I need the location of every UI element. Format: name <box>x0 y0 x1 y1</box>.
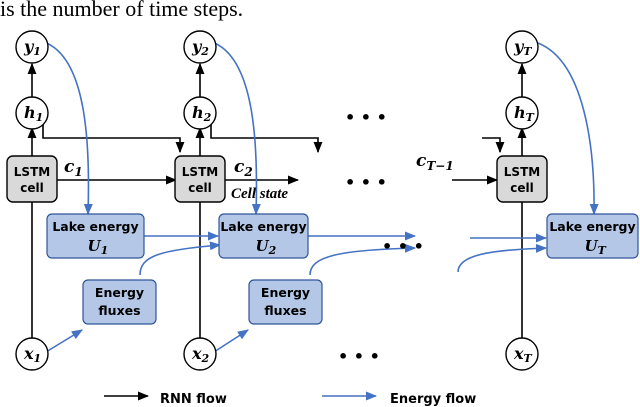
energy-flow-lines <box>43 41 599 353</box>
rnn-flow-lines <box>27 62 527 338</box>
ellipsis-top: • • • <box>345 108 387 127</box>
yT-node: yT <box>505 30 539 64</box>
lstm-cell-2: LSTM cell <box>174 155 226 203</box>
y1-to-lake1-curve <box>43 41 93 216</box>
x2-to-flux2-arrow <box>213 329 249 353</box>
ellipsis-energy: • • • <box>382 237 424 256</box>
svg-text:LSTM: LSTM <box>504 165 540 179</box>
flux2-forward-curve <box>309 243 417 276</box>
h2-node: h2 <box>183 96 217 130</box>
hT-node: hT <box>505 96 539 130</box>
svg-text:y1: y1 <box>23 37 41 58</box>
svg-text:Lake energy: Lake energy <box>549 219 635 234</box>
svg-text:fluxes: fluxes <box>98 303 140 318</box>
xT-node: xT <box>505 337 539 371</box>
svg-text:x1: x1 <box>23 344 41 365</box>
flux1-to-lake2-curve <box>139 241 222 276</box>
svg-text:cell: cell <box>188 181 211 195</box>
svg-text:cell: cell <box>510 181 533 195</box>
energy-fluxes-box-1: Energy fluxes <box>82 279 157 325</box>
svg-text:Energy: Energy <box>261 285 310 300</box>
c1-label: c1 <box>64 157 83 179</box>
svg-text:y2: y2 <box>191 37 209 58</box>
svg-text:hT: hT <box>514 103 535 124</box>
lstm-cell-T: LSTM cell <box>496 155 548 203</box>
svg-text:x2: x2 <box>191 344 210 365</box>
svg-text:fluxes: fluxes <box>264 303 306 318</box>
svg-text:h2: h2 <box>192 103 212 124</box>
y1-node: y1 <box>15 30 49 64</box>
hT-1-to-cellT-arrow <box>482 137 505 154</box>
cell-state-label: Cell state <box>231 186 288 202</box>
ellipsis-middle: • • • <box>345 173 387 192</box>
svg-text:h1: h1 <box>24 103 43 124</box>
cT-1-label: cT−1 <box>416 151 454 173</box>
x1-node: x1 <box>15 337 49 371</box>
svg-text:U2: U2 <box>256 237 277 257</box>
h1-node: h1 <box>15 96 49 130</box>
legend-energy-label: Energy flow <box>390 392 476 407</box>
h2-forward-arrow <box>210 123 323 154</box>
ellipsis-bottom: • • • <box>338 347 380 366</box>
svg-text:cell: cell <box>20 181 43 195</box>
y2-to-lake2-curve <box>211 41 261 216</box>
svg-text:LSTM: LSTM <box>182 165 218 179</box>
legend-rnn-label: RNN flow <box>160 392 227 407</box>
fluxT-1-to-lakeT-curve <box>457 243 548 273</box>
y2-node: y2 <box>183 30 217 64</box>
x2-node: x2 <box>183 337 217 371</box>
energy-fluxes-box-2: Energy fluxes <box>248 279 323 325</box>
caption-fragment: is the number of time steps. <box>0 0 243 21</box>
svg-text:Lake energy: Lake energy <box>220 219 306 234</box>
x1-to-flux1-arrow <box>45 329 83 353</box>
svg-text:xT: xT <box>513 344 533 365</box>
svg-text:UT: UT <box>585 237 607 257</box>
lstm-cell-1: LSTM cell <box>6 155 58 203</box>
svg-text:Lake energy: Lake energy <box>52 219 138 234</box>
svg-text:U1: U1 <box>88 237 109 257</box>
svg-text:yT: yT <box>513 37 532 58</box>
svg-text:LSTM: LSTM <box>14 165 50 179</box>
legend: RNN flow Energy flow <box>104 391 476 407</box>
yT-to-lakeT-curve <box>534 41 599 216</box>
h1-to-cell2-arrow <box>42 123 185 154</box>
c2-label: c2 <box>234 157 253 179</box>
svg-text:Energy: Energy <box>95 285 144 300</box>
